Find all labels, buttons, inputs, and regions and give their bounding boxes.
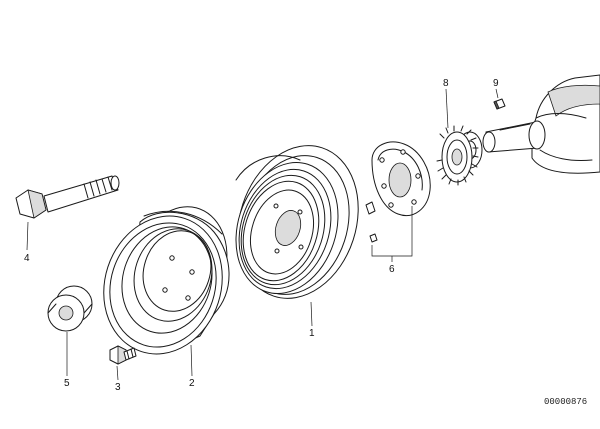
callout-washer: 5: [64, 378, 70, 389]
central-bolt: [15, 175, 120, 219]
dowel-pins: [365, 201, 378, 243]
diagram-id: 00000876: [544, 397, 587, 407]
callout-vibration-damper: 1: [309, 328, 315, 339]
callout-pulley: 2: [189, 378, 195, 389]
crankshaft-sprocket: [436, 125, 483, 186]
callout-central-bolt: 4: [24, 253, 30, 264]
callouts: 8 9 4 5 3 2 1 6: [24, 78, 499, 393]
crankshaft: [482, 74, 600, 174]
pulley-bolt: [109, 345, 137, 365]
callout-pulley-bolt: 3: [115, 382, 121, 393]
callout-woodruff-key: 9: [493, 78, 499, 89]
callout-crankshaft-sprocket: 8: [443, 78, 449, 89]
washer: [47, 285, 93, 332]
vibration-damper: [235, 145, 359, 299]
leader-lines: [26, 88, 499, 381]
pulley: [103, 206, 230, 355]
callout-hub-and-dowel-pins: 6: [389, 264, 395, 275]
hub: [371, 141, 431, 216]
woodruff-key: [493, 98, 506, 110]
